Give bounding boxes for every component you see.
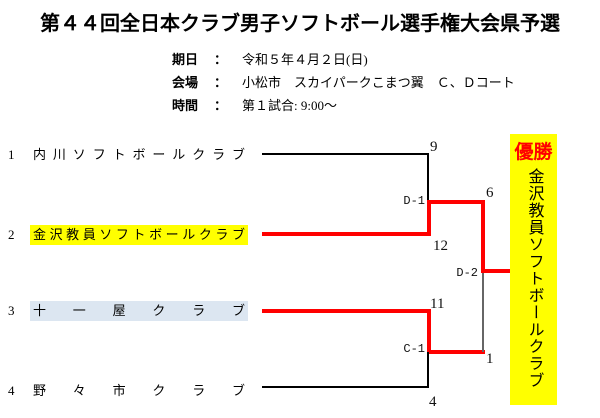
info-value-time: 第１試合: 9:00～ (242, 98, 337, 113)
info-label-venue: 会場 (172, 75, 199, 90)
score-team2: 12 (433, 238, 448, 254)
info-row-time: 時間 ： 第１試合: 9:00～ (172, 95, 515, 118)
team-name-juichiya: 十一屋クラブ (30, 301, 248, 321)
info-label-date: 期日 (172, 52, 199, 67)
score-final-bottom: 1 (486, 351, 494, 367)
score-team1: 9 (430, 139, 438, 155)
info-colon: ： (214, 75, 228, 90)
bracket-line-final-top-winner (481, 200, 485, 273)
score-team3: 11 (430, 296, 445, 312)
champion-label: 優勝 (514, 142, 553, 163)
score-final-top: 6 (486, 185, 494, 201)
bracket-line-d1-winner (427, 200, 485, 204)
bracket-line-c1-winner (427, 350, 485, 354)
score-team4: 4 (429, 394, 437, 410)
bracket-line-team4 (262, 386, 429, 388)
bracket-line-team4-vertical (427, 352, 429, 388)
info-row-date: 期日 ： 令和５年４月２日(日) (172, 49, 515, 72)
seed-number: 3 (8, 303, 15, 318)
team-name-uchikawa: 内川ソフトボールクラブ (33, 147, 245, 162)
info-colon: ： (214, 52, 228, 67)
info-value-venue: 小松市 スカイパークこまつ翼 Ｃ、Ｄコート (242, 75, 515, 90)
bracket-line-c1-vertical-winner (427, 309, 431, 354)
seed-number: 2 (8, 227, 15, 242)
info-colon: ： (214, 98, 228, 113)
match-label-d2: D-2 (456, 266, 478, 280)
page-title: 第４４回全日本クラブ男子ソフトボール選手権大会県予選 (40, 13, 560, 35)
bracket-line-team2-winner (262, 232, 431, 236)
info-row-venue: 会場 ： 小松市 スカイパークこまつ翼 Ｃ、Ｄコート (172, 72, 515, 95)
info-value-date: 令和５年４月２日(日) (242, 52, 368, 67)
seed-number: 4 (8, 383, 15, 398)
bracket-line-team3-winner (262, 309, 431, 313)
team-name-nonoichi: 野々市クラブ (33, 383, 245, 398)
bracket-line-champion (481, 269, 511, 273)
match-label-d1: D-1 (403, 194, 425, 208)
match-label-c1: C-1 (403, 342, 425, 356)
seed-number: 1 (8, 147, 15, 162)
bracket-line-final-bottom-loser (482, 273, 484, 352)
event-info: 期日 ： 令和５年４月２日(日) 会場 ： 小松市 スカイパークこまつ翼 Ｃ、Ｄ… (172, 49, 515, 118)
bracket-line-team1 (262, 153, 429, 155)
team-name-kanazawa-kyoin: 金沢教員ソフトボールクラブ (30, 225, 248, 245)
info-label-time: 時間 (172, 98, 199, 113)
bracket-line-team1-vertical (427, 153, 429, 203)
bracket-line-d1-vertical-winner (427, 200, 431, 236)
champion-box: 優勝 金沢教員ソフトボールクラブ (510, 134, 557, 405)
champion-team-name: 金沢教員ソフトボールクラブ (525, 168, 543, 389)
